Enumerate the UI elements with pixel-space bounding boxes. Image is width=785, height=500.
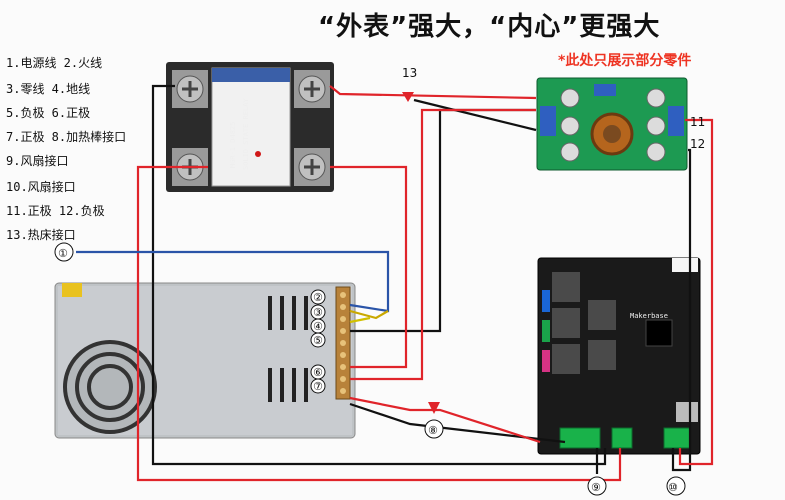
marker-9: ⑨ (591, 481, 601, 494)
marker-7: ⑦ (313, 380, 323, 393)
relay-led-icon (255, 151, 261, 157)
marker-1: ① (58, 247, 68, 260)
wire-black-psu-to-buck (350, 108, 536, 333)
relay-terminal-top-left (172, 70, 208, 108)
mainboard-connector-pink (542, 350, 550, 372)
psu-fan-grille-icon (63, 340, 157, 434)
marker-5: ⑤ (313, 334, 323, 347)
wire-black-heater-8 (349, 402, 566, 444)
wire-yellow-mains (349, 309, 389, 320)
mainboard-fan-terminal-9 (611, 427, 633, 449)
wire-black-relay-to-board (151, 84, 607, 466)
legend-line-1: 1.电源线 2.火线 (6, 56, 103, 70)
marker-6: ⑥ (313, 366, 323, 379)
relay-name-text: SOLID STATE RELAY (242, 98, 250, 170)
solid-state-relay: MGR-1 D4825 SOLID STATE RELAY (166, 62, 334, 192)
legend-line-3: 5.负极 6.正极 (6, 106, 91, 120)
wire-red-psu-to-relay (330, 165, 408, 369)
wire-black-12 (671, 148, 692, 472)
mainboard-header (672, 258, 698, 272)
wire-blue-mains (76, 250, 390, 313)
buck-potentiometer (594, 84, 616, 96)
legend-line-5: 9.风扇接口 (6, 154, 69, 168)
label-11: 11 (690, 115, 705, 129)
buck-capacitors (560, 88, 666, 162)
label-13: 13 (402, 66, 417, 80)
buck-terminal-left (540, 106, 556, 136)
mainboard-fan-terminal-10 (663, 427, 691, 449)
marker-10: ⑩ (668, 481, 678, 494)
wire-red-relay-to-board (136, 165, 622, 482)
note-text: *此处只展示部分零件 (558, 53, 692, 69)
mcu-chip (645, 319, 673, 347)
buck-converter-module (536, 77, 688, 171)
relay-terminal-bottom-right (294, 148, 330, 186)
wire-red-relay-to-heatbed (329, 85, 537, 100)
wire-red-psu-to-buck (350, 108, 536, 381)
mainboard-connector-blue (542, 290, 550, 312)
circled-markers: ① ② ③ ④ ⑤ ⑥ ⑦ ⑧ ⑨ ⑩ (54, 242, 686, 496)
wires (76, 84, 714, 482)
psu-vents (268, 296, 308, 402)
legend-line-6: 10.风扇接口 (6, 180, 76, 194)
legend-line-7: 11.正极 12.负极 (6, 204, 105, 218)
wire-earth (349, 316, 371, 324)
board-brand-text: Makerbase (630, 312, 668, 320)
marker-8: ⑧ (428, 424, 438, 437)
buck-terminal-right (668, 106, 684, 136)
power-supply (54, 282, 356, 439)
relay-label-plate (211, 67, 291, 187)
wire-black-heatbed (413, 98, 537, 132)
legend-line-8: 13.热床接口 (6, 228, 76, 242)
stepper-drivers (552, 272, 616, 374)
psu-terminal-strip (335, 286, 351, 400)
psu-warning-sticker (62, 283, 82, 297)
wire-red-heater-8 (349, 396, 541, 444)
legend-line-2: 3.零线 4.地线 (6, 82, 91, 96)
usb-port (676, 402, 698, 422)
relay-terminal-top-right (294, 70, 330, 108)
mainboard-connector-green (542, 320, 550, 342)
wire-red-11 (678, 118, 714, 466)
marker-2: ② (313, 291, 323, 304)
legend-line-4: 7.正极 8.加热棒接口 (6, 130, 127, 144)
label-12: 12 (690, 137, 705, 151)
marker-4: ④ (313, 320, 323, 333)
controller-mainboard: Makerbase (537, 257, 701, 455)
marker-13-triangle-icon (402, 92, 414, 102)
marker-8-triangle-icon (428, 402, 440, 414)
relay-brand-text: MGR-1 D4825 (229, 122, 237, 168)
marker-3: ③ (313, 306, 323, 319)
page-title: “外表”强大，“内心”更强大 (318, 12, 661, 42)
mainboard-power-terminal (559, 427, 601, 449)
